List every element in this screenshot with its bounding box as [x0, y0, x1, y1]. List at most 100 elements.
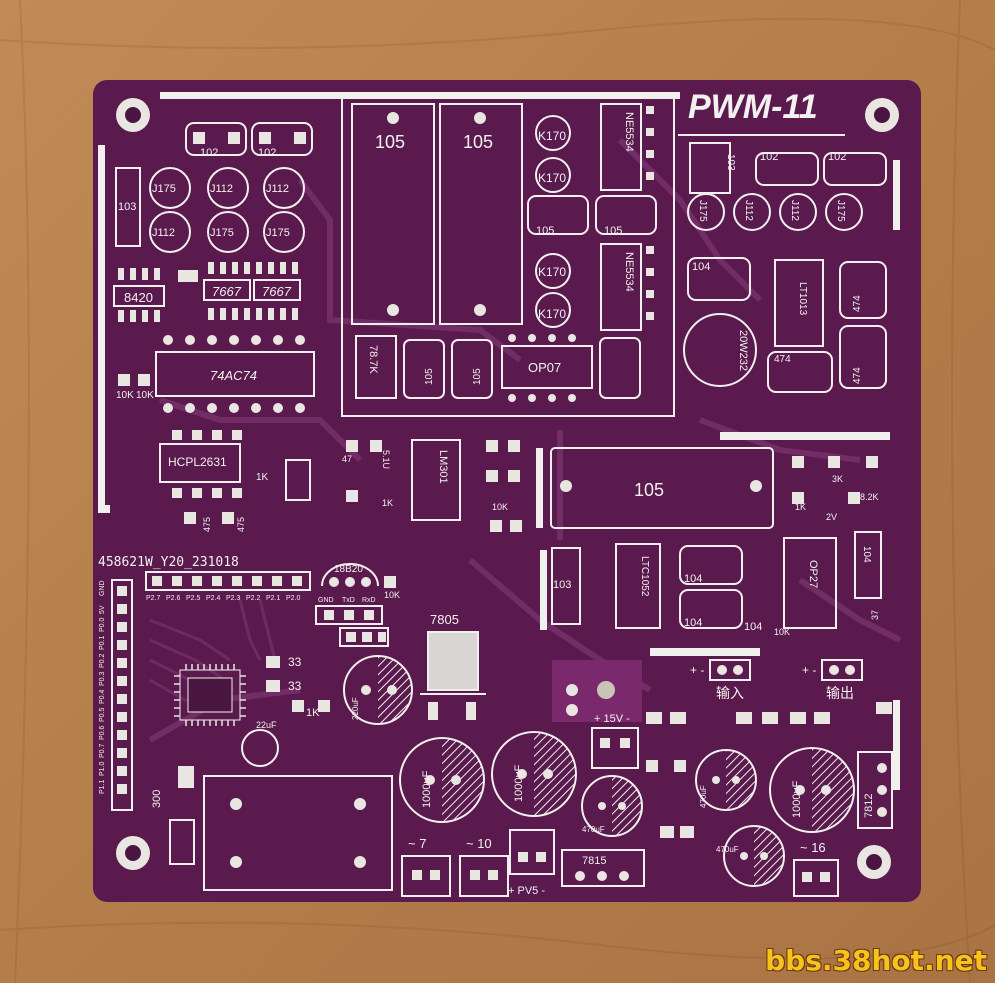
cap-102-d-label: 102	[828, 151, 846, 163]
r-10k-d-label: 10K	[774, 627, 790, 637]
cap-22uf-label: 22uF	[256, 720, 277, 730]
svg-text:P1.0: P1.0	[99, 761, 106, 776]
header-pin-labels: P2.7 P2.6 P2.5 P2.4 P2.3 P2.2 P2.1 P2.0	[146, 595, 301, 602]
side-header	[111, 579, 133, 811]
ic-ltc1052	[615, 543, 661, 629]
cap-102-b-label: 102	[258, 147, 276, 159]
r-10k-b-label: 10K	[136, 390, 154, 401]
r-47-label: 47	[342, 454, 352, 464]
terminal-15v-label: + 15V -	[594, 713, 630, 725]
svg-text:P0.7: P0.7	[99, 743, 106, 758]
ic-74ac74	[155, 351, 315, 397]
mounting-holes	[116, 98, 899, 879]
sensor-18b20	[321, 563, 379, 587]
cap-1000uf-b: 1000uF	[491, 731, 577, 817]
ne5534-b-label: NE5534	[623, 252, 635, 292]
header-row	[145, 571, 311, 591]
r-103-a-label: 103	[118, 201, 136, 213]
r-33-a-label: 33	[288, 655, 302, 669]
ac-7-label: ~ 7	[408, 836, 426, 851]
k170-a-label: K170	[538, 129, 566, 143]
ic-74ac74-label: 74AC74	[210, 368, 257, 383]
r-2v-label: 2V	[826, 512, 837, 522]
jfet-6-label: J175	[266, 227, 290, 239]
svg-text:GND: GND	[99, 580, 106, 596]
r-33-b-label: 33	[288, 679, 302, 693]
relay-b-label: 105	[463, 132, 493, 152]
svg-text:P2.3: P2.3	[226, 595, 241, 602]
r-103-c-label: 103	[553, 579, 571, 591]
k170-group: K170 K170 K170 K170	[535, 115, 571, 328]
r-1k-d-label: 1K	[306, 707, 320, 719]
jfet-group-right: J175 J112 J112 J175	[687, 193, 863, 231]
cap-105-large-label: 105	[634, 480, 664, 500]
svg-text:P2.6: P2.6	[166, 595, 181, 602]
r-1k-c-label: 1K	[795, 502, 806, 512]
reg-7805	[427, 631, 479, 691]
cap-470uf-b-label: 470uF	[699, 785, 708, 808]
ic-lt1013-label: LT1013	[797, 282, 808, 316]
svg-text:P0.4: P0.4	[99, 689, 106, 704]
reg-7815	[561, 849, 645, 887]
terminal-ac-10	[459, 855, 509, 897]
cap-470uf-b: 470uF	[695, 749, 757, 811]
r-10k-e-label: 10K	[384, 590, 400, 600]
cap-104-a-label: 104	[692, 261, 710, 273]
svg-text:P2.7: P2.7	[146, 595, 161, 602]
ac-16-label: ~ 16	[800, 840, 826, 855]
cap-1000uf-a: 1000uF	[399, 737, 485, 823]
cap-470uf-c-label: 470uF	[716, 845, 739, 854]
r-475-b-label: 475	[236, 517, 246, 532]
cap-102-b	[251, 122, 313, 156]
pin-rxd-label: RxD	[362, 597, 376, 604]
jfet-7-label: J175	[697, 200, 708, 222]
ne5534-a-label: NE5534	[623, 112, 635, 152]
silk-border-bars	[98, 92, 900, 790]
relay-a-label: 105	[375, 132, 405, 152]
ic-7667-b	[253, 279, 301, 301]
cap-1000uf-b-label: 1000uF	[513, 764, 525, 802]
cap-1000uf-c: 1000uF	[769, 747, 855, 833]
svg-text:P2.5: P2.5	[186, 595, 201, 602]
ic-hcpl2631	[159, 443, 241, 483]
k170-d-label: K170	[538, 307, 566, 321]
relay-b	[439, 103, 523, 325]
jfet-group-left: J175 J112 J112 J112 J175 J175	[149, 167, 305, 253]
cap-220uf-label: 220uF	[351, 697, 360, 720]
jfet-5-label: J175	[210, 227, 234, 239]
r-1k-b-label: 1K	[382, 498, 393, 508]
ic-7667-a-label: 7667	[212, 284, 242, 299]
r-103-a	[115, 167, 141, 247]
ne5534-a	[600, 103, 642, 191]
ic-op27	[783, 537, 837, 629]
diode-20w232	[683, 313, 757, 387]
op07-chip	[501, 345, 593, 389]
reg-7812-label: 7812	[863, 794, 875, 818]
ic-op27-label: OP27	[807, 560, 819, 588]
svg-text:P2.4: P2.4	[206, 595, 221, 602]
board-title: PWM-11	[688, 88, 818, 126]
r-10k-a-label: 10K	[116, 390, 134, 401]
ic-7667-b-label: 7667	[262, 284, 292, 299]
terminal-ac-7	[401, 855, 451, 897]
r-5-1u-label: 5.1U	[381, 450, 391, 469]
svg-text:P1.1: P1.1	[99, 779, 106, 794]
relay-block-outline	[341, 97, 675, 417]
board-code: 458621W_Y20_231018	[98, 555, 239, 570]
cap-105-e-label: 105	[424, 368, 435, 385]
k170-b-label: K170	[538, 171, 566, 185]
input-connector	[709, 659, 751, 681]
svg-text:P0.1: P0.1	[99, 635, 106, 650]
ic-lm301-label: LM301	[437, 450, 449, 484]
r-10k-c-label: 10K	[492, 502, 508, 512]
terminal-pv5-label: + PV5 -	[508, 885, 545, 897]
op07-label: OP07	[528, 360, 561, 375]
cap-105-c	[527, 195, 589, 235]
mcu-chip	[174, 664, 246, 726]
k170-c-label: K170	[538, 265, 566, 279]
svg-text:5V: 5V	[99, 605, 106, 614]
cap-105-d-label: 105	[604, 225, 622, 237]
output-connector	[821, 659, 863, 681]
ic-ltc1052-label: LTC1052	[639, 556, 650, 597]
